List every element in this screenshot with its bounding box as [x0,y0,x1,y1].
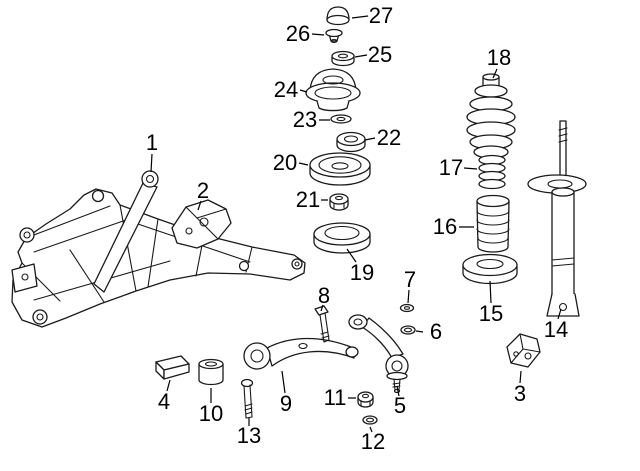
part-9-control-arm [243,337,359,370]
callout-19: 19 [349,260,375,285]
part-15-spring-pad-lower [462,253,518,285]
part-3-bracket [506,333,541,368]
part-24-strut-mount [305,68,361,112]
callout-4: 4 [157,389,171,414]
callout-26: 26 [285,21,311,46]
part-25-washer [331,50,355,67]
part-26-grommet [325,28,343,43]
callout-10: 10 [198,401,224,426]
part-22-bearing [336,131,366,153]
part-5-control-arm [348,314,409,394]
part-16-bump-stop [476,194,510,253]
callout-5: 5 [393,393,407,418]
callout-6: 6 [429,319,443,344]
callout-3: 3 [513,381,527,406]
callout-23: 23 [292,107,318,132]
part-20-spring-seat [309,152,371,186]
callout-11: 11 [323,385,347,410]
part-18-boot [466,73,516,159]
part-2-bracket [171,199,232,249]
part-21-nut [329,193,349,211]
part-8-bolt [314,305,330,343]
callout-2: 2 [196,178,210,203]
part-23-washer [330,114,352,124]
part-4-pad [155,355,190,380]
part-19-spring-pad [313,222,371,254]
callout-13: 13 [236,423,262,448]
part-11-nut [357,391,374,408]
callout-8: 8 [317,283,331,308]
part-14-strut [527,120,587,317]
callout-18: 18 [486,45,512,70]
callout-27: 27 [368,3,394,28]
part-13-bolt [240,378,254,419]
part-12-washer [362,415,378,425]
part-17-coil-spring [478,154,506,190]
callout-16: 16 [432,214,458,239]
callout-9: 9 [279,391,293,416]
callout-24: 24 [273,77,299,102]
part-6-washer [400,325,416,335]
part-1-rod [93,170,159,293]
callout-20: 20 [272,150,298,175]
callout-14: 14 [543,317,569,342]
callout-1: 1 [145,130,159,155]
part-10-bushing [198,358,224,386]
callout-7: 7 [403,267,417,292]
callout-12: 12 [360,429,386,454]
callout-21: 21 [295,187,321,212]
subframe-drawing [11,188,306,328]
callout-17: 17 [438,155,464,180]
callout-22: 22 [376,125,402,150]
leader-lines [150,15,562,433]
part-7-washer [399,303,415,313]
part-27-cap [326,6,350,26]
callout-15: 15 [478,301,504,326]
callout-25: 25 [367,42,393,67]
